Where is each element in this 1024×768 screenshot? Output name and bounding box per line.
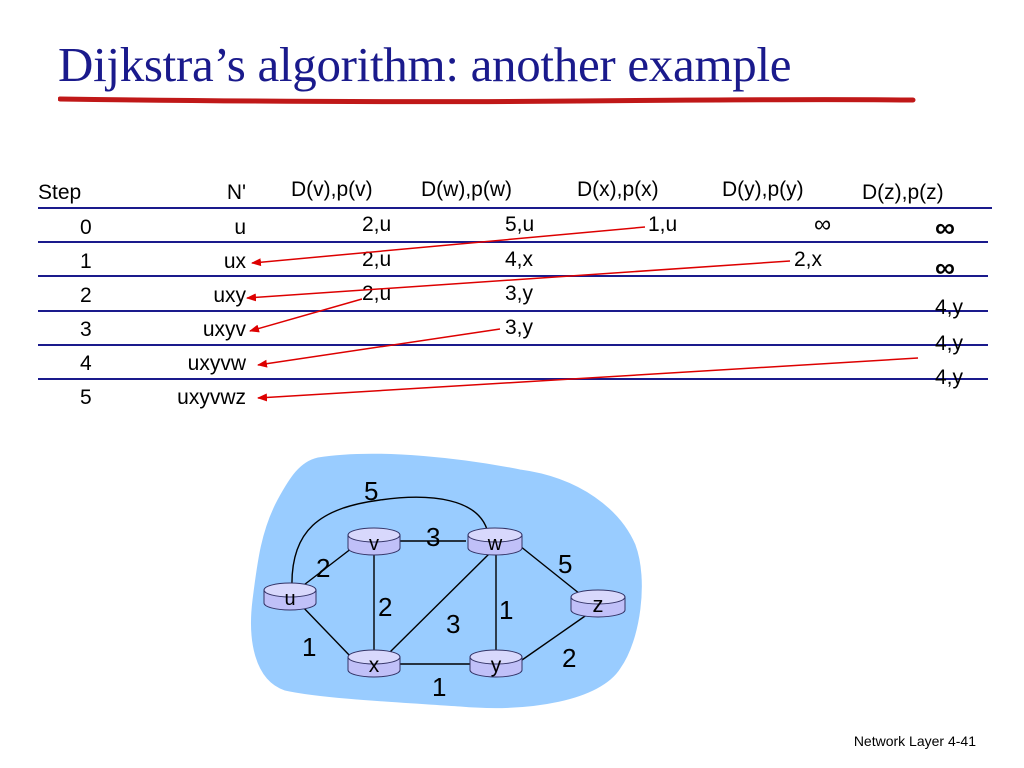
dz-cell: ∞ [935, 252, 955, 283]
dx-cell: 1,u [648, 213, 678, 236]
dz-cell: 4,y [935, 366, 964, 389]
row-rule [38, 275, 988, 277]
n-prime-cell: uxy [213, 284, 246, 307]
node-label-z: z [593, 592, 604, 617]
cost-x-y: 1 [432, 672, 446, 702]
node-label-u: u [284, 588, 295, 610]
arrow-y-to-uxy [246, 260, 791, 302]
header-rule [38, 207, 992, 209]
dz-cell: 4,y [935, 296, 964, 319]
arrow-v-to-uxyv [249, 298, 363, 333]
arrow-x-to-ux [251, 226, 646, 267]
dy-cell: ∞ [814, 211, 832, 238]
row-rule [38, 241, 988, 243]
edge-u-v [299, 547, 353, 589]
cost-w-y: 1 [499, 595, 513, 625]
cost-w-z: 5 [558, 549, 572, 579]
edge-costs: 5 3 2 5 2 1 3 1 2 1 [302, 476, 576, 702]
header-dw: D(w),p(w) [421, 178, 512, 201]
footer-text: Network Layer [853, 733, 945, 749]
node-label-y: y [491, 654, 502, 677]
edge-x-w [387, 550, 493, 655]
cost-u-x: 1 [302, 632, 316, 662]
arrow-z-to-uxyvwz [257, 357, 919, 402]
n-prime-cell: u [234, 216, 246, 239]
router-w: w [467, 527, 523, 556]
router-y: y [469, 649, 523, 678]
cost-v-x: 2 [378, 592, 392, 622]
dw-cell: 3,y [505, 316, 534, 339]
row-rule [38, 310, 988, 312]
router-x: x [347, 649, 401, 678]
dv-cell: 2,u [362, 282, 392, 305]
router-u: u [263, 582, 317, 611]
arrow-w-to-uxyvw [257, 328, 501, 368]
footer: Network Layer 4-41 [854, 733, 976, 749]
edge-w-z [519, 545, 581, 595]
n-prime-cell: uxyv [202, 318, 246, 341]
router-z: z [570, 589, 626, 618]
header-dy: D(y),p(y) [722, 178, 804, 201]
n-prime-cell: uxyvw [187, 352, 246, 375]
header-dv: D(v),p(v) [291, 178, 373, 201]
cost-u-v: 2 [316, 553, 330, 583]
header-dx: D(x),p(x) [577, 178, 659, 201]
node-label-w: w [487, 533, 503, 555]
dw-cell: 3,y [505, 282, 534, 305]
dz-cell: 4,y [935, 332, 964, 355]
node-label-x: x [369, 654, 380, 677]
router-v: v [347, 527, 401, 556]
header-step: Step [38, 181, 82, 204]
dy-cell: 2,x [794, 248, 823, 271]
header-dz: D(z),p(z) [862, 181, 944, 204]
step-cell: 0 [80, 216, 92, 239]
row-rule [38, 378, 988, 380]
cost-y-z: 2 [562, 643, 576, 673]
edge-y-z [521, 613, 589, 661]
step-cell: 3 [80, 318, 92, 341]
step-cell: 5 [80, 386, 92, 409]
step-cell: 2 [80, 284, 92, 307]
dv-cell: 2,u [362, 248, 392, 271]
dw-cell: 5,u [505, 213, 535, 236]
slide-title: Dijkstra’s algorithm: another example [58, 37, 792, 92]
n-prime-cell: uxyvwz [177, 386, 246, 409]
node-label-v: v [369, 533, 379, 555]
step-cell: 4 [80, 352, 92, 375]
edge-u-w [291, 496, 489, 590]
dv-cell: 2,u [362, 213, 392, 236]
cost-x-w: 3 [446, 609, 460, 639]
cost-v-w: 3 [426, 522, 440, 552]
row-rule [38, 344, 988, 346]
dw-cell: 4,x [505, 248, 534, 271]
header-n: N' [226, 181, 246, 204]
graph-edges [291, 496, 589, 665]
step-cell: 1 [80, 250, 92, 273]
edge-u-x [299, 603, 353, 659]
dz-cell: ∞ [935, 212, 955, 243]
page-number: 4-41 [947, 733, 976, 749]
cost-u-w: 5 [364, 476, 378, 506]
title-underline [58, 96, 916, 105]
n-prime-cell: ux [223, 250, 246, 273]
